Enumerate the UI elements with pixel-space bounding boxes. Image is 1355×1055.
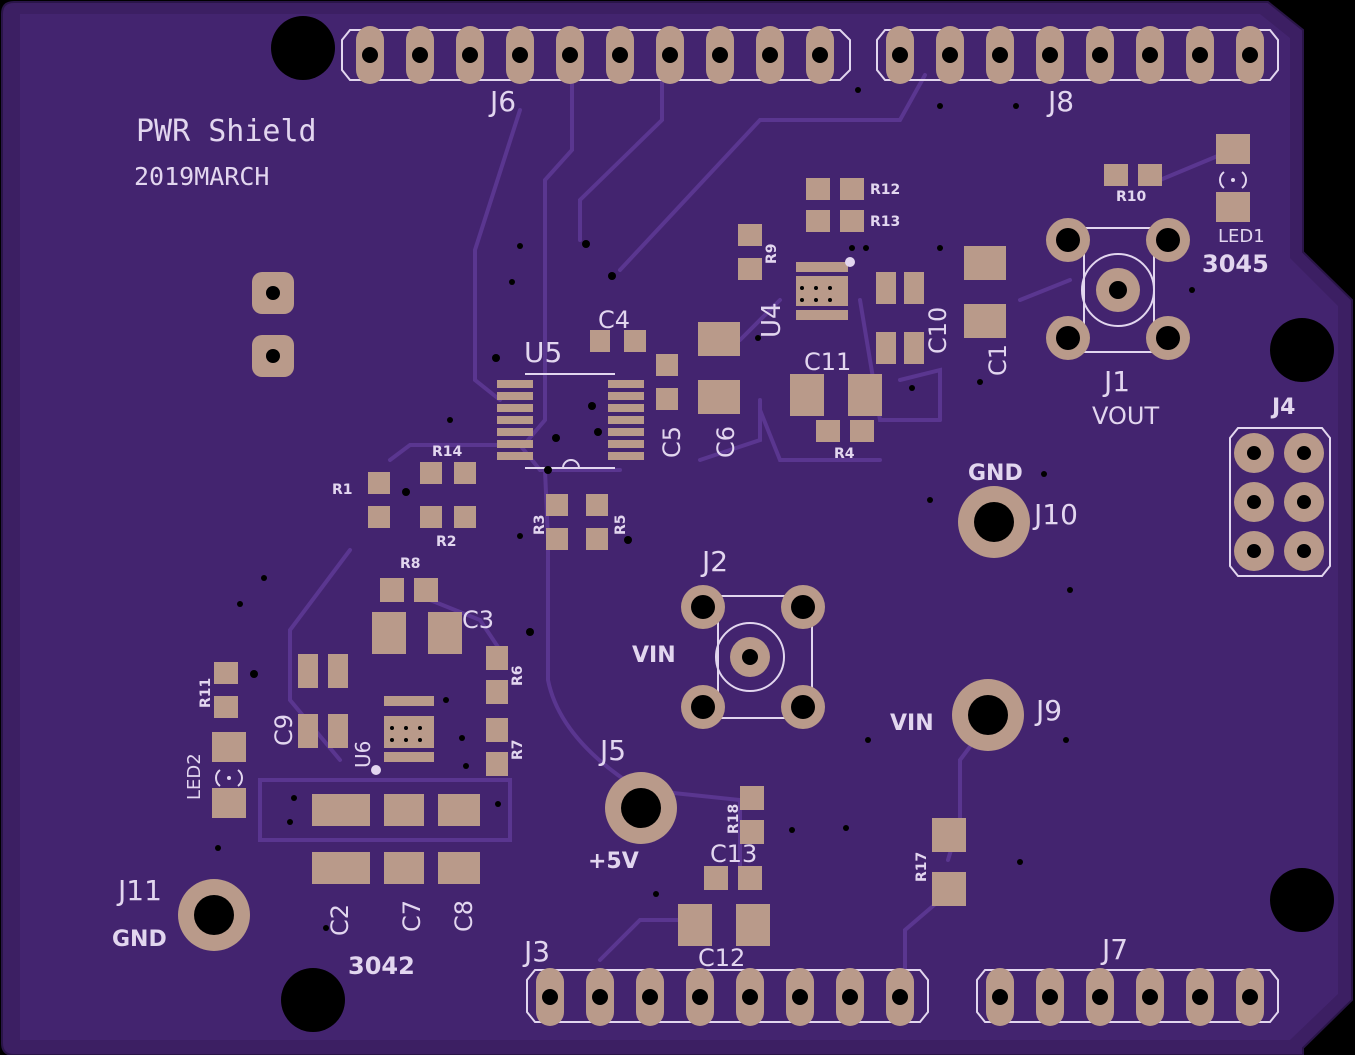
designator-u4: U4 (757, 302, 787, 338)
net-label-vout: VOUT (1092, 402, 1159, 430)
designator-r8: R8 (400, 556, 421, 572)
testpoint-j5 (605, 772, 677, 844)
designator-r6: R6 (510, 665, 526, 686)
designator-c6: C6 (712, 426, 740, 458)
vias (215, 87, 1195, 931)
header-j6 (341, 26, 851, 84)
header-j7 (976, 968, 1279, 1026)
connector-j1 (1046, 218, 1190, 360)
header-j3 (526, 968, 929, 1026)
designator-led2: LED2 (184, 753, 205, 800)
designator-c2: C2 (326, 904, 354, 936)
designator-r10: R10 (1116, 189, 1147, 205)
designator-c1: C1 (984, 344, 1012, 376)
designator-led1: LED1 (1218, 226, 1265, 247)
header-j8 (876, 26, 1279, 84)
designator-r7: R7 (510, 739, 526, 760)
designator-r13: R13 (870, 214, 900, 230)
header-j4 (1229, 427, 1331, 577)
designator-r2: R2 (436, 534, 457, 550)
net-label-gnd-j10: GND (968, 461, 1023, 486)
designator-r18: R18 (726, 804, 742, 834)
designator-c3: C3 (462, 606, 494, 634)
designator-u5: U5 (524, 336, 562, 369)
designator-r9: R9 (764, 243, 780, 264)
label-j2: J2 (700, 545, 728, 578)
pin1-marks (227, 178, 1235, 780)
board-title: PWR Shield (136, 114, 317, 149)
connector-j2 (681, 585, 825, 729)
designator-c9: C9 (270, 714, 298, 746)
part-number-upper: 3045 (1202, 250, 1269, 278)
label-j4: J4 (1270, 395, 1296, 420)
testpoint-j10 (958, 486, 1030, 558)
label-j5: J5 (598, 734, 626, 767)
net-label-vin-j9: VIN (890, 711, 934, 736)
mounting-holes (271, 16, 1334, 1032)
designator-r14: R14 (432, 444, 463, 460)
net-label-vin-j2: VIN (632, 643, 676, 668)
silk-outlines (215, 171, 1247, 787)
designator-u6: U6 (351, 741, 375, 768)
designator-c12: C12 (698, 944, 745, 972)
designator-c8: C8 (450, 900, 478, 932)
designator-r12: R12 (870, 182, 900, 198)
designator-r1: R1 (332, 482, 353, 498)
designator-c11: C11 (804, 348, 851, 376)
testpoint-j11 (178, 879, 250, 951)
smd-pads (212, 134, 1250, 946)
designator-r4: R4 (834, 446, 855, 462)
designator-r11: R11 (198, 678, 214, 708)
copper-plane (20, 14, 1338, 1040)
label-j6: J6 (488, 85, 516, 118)
label-j11: J11 (116, 874, 162, 907)
designator-r17: R17 (914, 852, 930, 882)
part-number-lower: 3042 (348, 952, 415, 980)
left-test-pads (252, 272, 294, 377)
designator-c5: C5 (658, 426, 686, 458)
testpoint-j9 (952, 679, 1024, 751)
designator-c4: C4 (598, 306, 630, 334)
label-j1: J1 (1102, 365, 1130, 398)
net-label-5v: +5V (588, 849, 639, 874)
designator-c13: C13 (710, 840, 757, 868)
designator-c10: C10 (924, 307, 952, 354)
label-j7: J7 (1100, 933, 1128, 966)
designator-r3: R3 (532, 514, 548, 535)
net-label-gnd-j11: GND (112, 927, 167, 952)
label-j9: J9 (1034, 694, 1062, 727)
board-date: 2019MARCH (134, 162, 269, 191)
label-j3: J3 (522, 935, 550, 968)
label-j8: J8 (1046, 85, 1074, 118)
designator-r5: R5 (613, 514, 629, 535)
designator-c7: C7 (398, 900, 426, 932)
label-j10: J10 (1032, 498, 1078, 531)
